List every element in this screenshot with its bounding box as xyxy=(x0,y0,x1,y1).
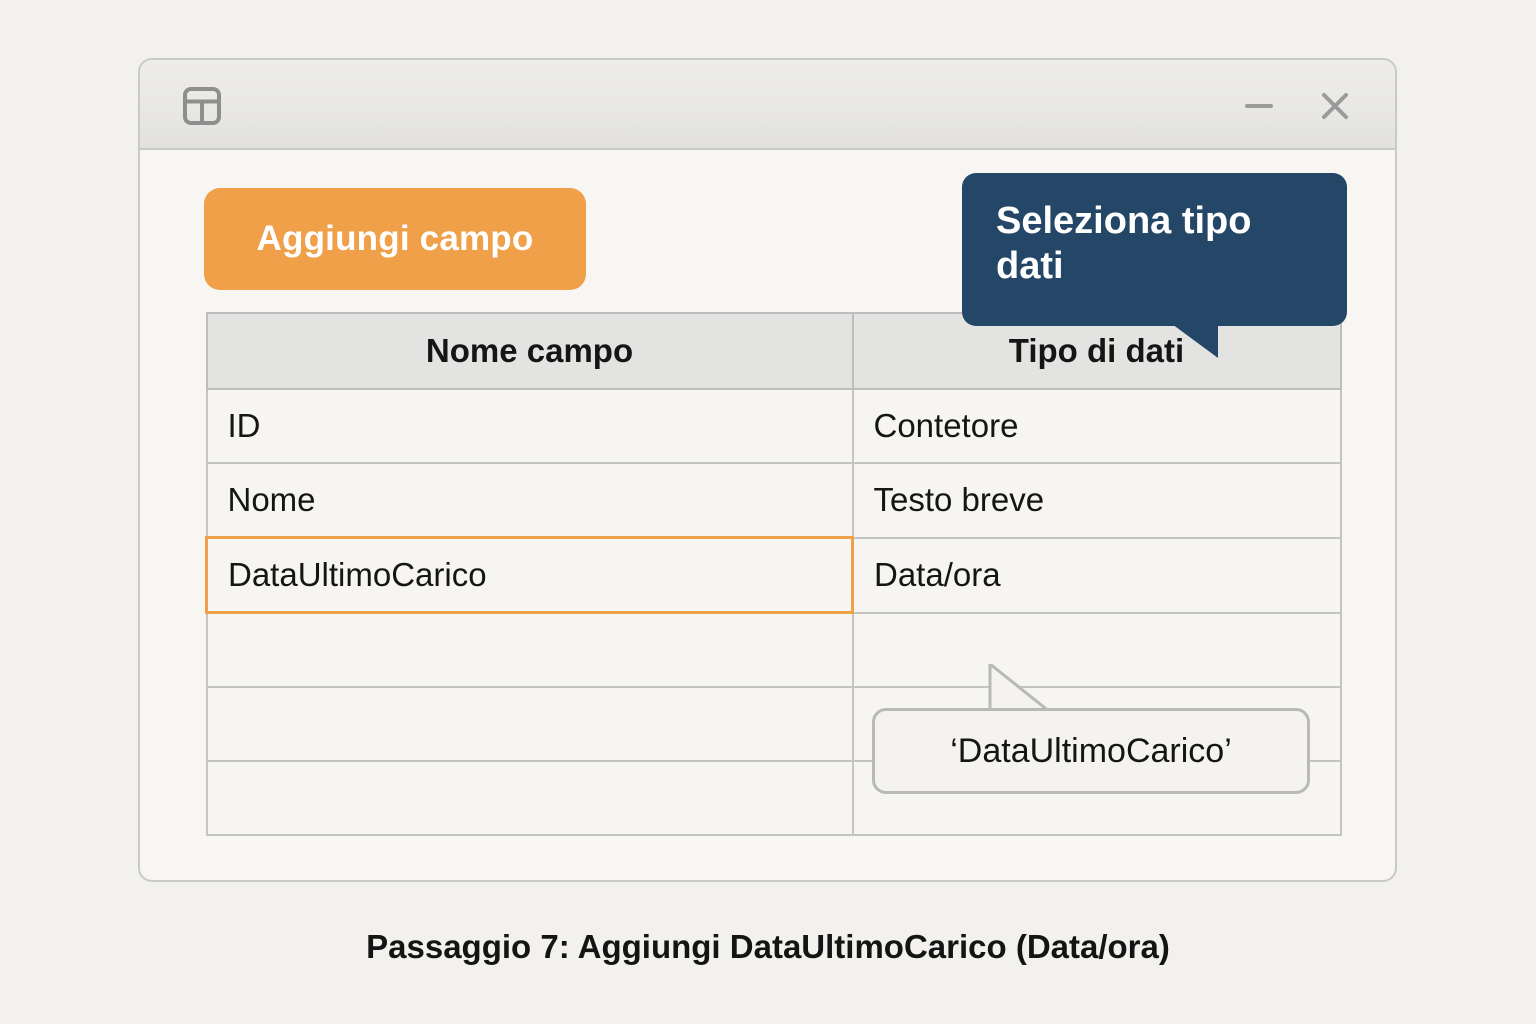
cell-field-name[interactable] xyxy=(205,611,854,688)
fieldname-callout-label: ‘DataUltimoCarico’ xyxy=(950,731,1232,770)
cell-data-type[interactable]: Data/ora xyxy=(851,536,1342,614)
fieldname-callout: ‘DataUltimoCarico’ xyxy=(872,708,1310,794)
window-title-bar xyxy=(140,60,1395,150)
close-icon[interactable] xyxy=(1311,82,1359,130)
datatype-tooltip-tail-icon xyxy=(1172,324,1218,358)
add-field-button[interactable]: Aggiungi campo xyxy=(204,188,586,290)
cell-field-name[interactable]: ID xyxy=(205,388,854,464)
step-caption: Passaggio 7: Aggiungi DataUltimoCarico (… xyxy=(366,928,1170,965)
cell-data-type[interactable]: Contetore xyxy=(851,388,1342,464)
datatype-tooltip: Seleziona tipo dati xyxy=(962,173,1347,326)
cell-field-name[interactable] xyxy=(205,760,854,836)
cell-field-name[interactable]: DataUltimoCarico xyxy=(205,536,854,614)
cell-data-type[interactable]: Testo breve xyxy=(851,462,1342,539)
table-row[interactable] xyxy=(205,611,1342,688)
fieldname-callout-tail-icon xyxy=(988,660,1055,714)
application-window: Aggiungi campo Nome campo Tipo di dati I… xyxy=(138,58,1397,882)
table-row[interactable] xyxy=(205,760,1342,836)
cell-field-name[interactable]: Nome xyxy=(205,462,854,539)
cell-data-type[interactable] xyxy=(851,611,1342,688)
column-header-field-name[interactable]: Nome campo xyxy=(205,312,854,390)
table-grid-icon xyxy=(182,86,222,126)
cell-field-name[interactable] xyxy=(205,686,854,762)
minimize-icon[interactable] xyxy=(1235,82,1283,130)
